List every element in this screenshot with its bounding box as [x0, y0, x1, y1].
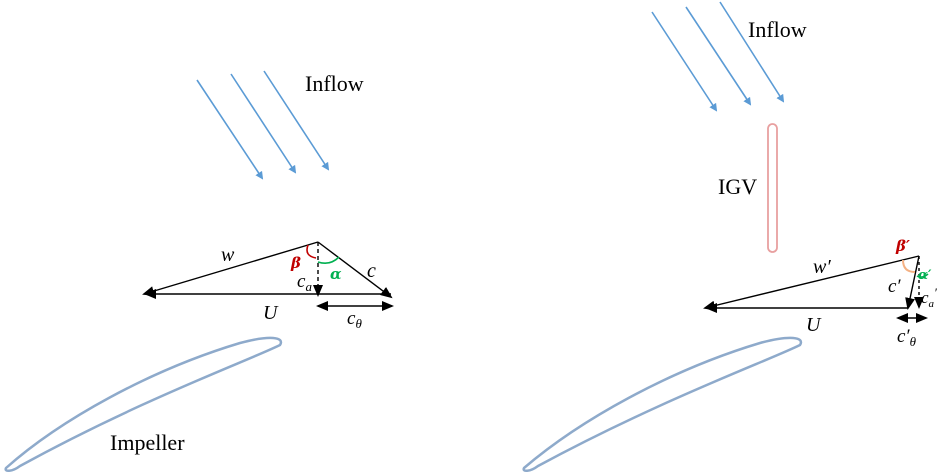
alpha-prime-label: α′ [918, 268, 932, 283]
alpha-prime-arc [916, 273, 929, 278]
beta-prime-label: β′ [895, 237, 910, 255]
inflow-arrow [230, 73, 297, 174]
impeller-blade [522, 336, 803, 472]
beta-arc [306, 244, 317, 259]
left-velocity-triangle [142, 241, 394, 311]
beta-prime-arc [902, 259, 916, 273]
left-inflow-label: Inflow [305, 71, 364, 96]
w-prime-label: w′ [813, 256, 831, 278]
c-vector [317, 241, 393, 299]
ctheta-prime-label: c′θ [897, 326, 917, 349]
U-label: U [263, 302, 279, 324]
left-inflow-arrows [196, 70, 330, 180]
w-label: w [221, 244, 235, 266]
c-prime-label: c′ [888, 276, 901, 297]
inflow-arrow [263, 70, 330, 171]
c-label: c [367, 260, 376, 282]
inflow-arrow [651, 11, 718, 112]
w-vector [142, 241, 319, 296]
impeller-label: Impeller [110, 430, 185, 455]
U-prime-label: U [806, 314, 822, 336]
left-panel: Inflow Impeller w U c β α ca cθ [4, 70, 394, 472]
igv-label: IGV [718, 174, 757, 199]
right-inflow-label: Inflow [748, 17, 807, 42]
ctheta-label: cθ [347, 308, 362, 331]
inflow-arrow [196, 79, 264, 180]
w-prime-vector [703, 255, 920, 311]
inflow-arrow [685, 6, 752, 106]
inflow-arrow [719, 1, 785, 103]
beta-label: β [290, 254, 301, 272]
alpha-arc [317, 256, 340, 264]
right-panel: Inflow IGV w′ U c′ β′ α′ ca′ c′θ [522, 1, 937, 472]
c-prime-vector [905, 255, 920, 310]
igv-vane [767, 123, 778, 253]
right-inflow-arrows [651, 1, 785, 112]
impeller-blade [4, 336, 283, 472]
ca-prime-label: ca′ [921, 285, 937, 310]
ca-label: ca [297, 271, 312, 294]
right-velocity-triangle [703, 255, 928, 323]
alpha-label: α [330, 265, 342, 283]
